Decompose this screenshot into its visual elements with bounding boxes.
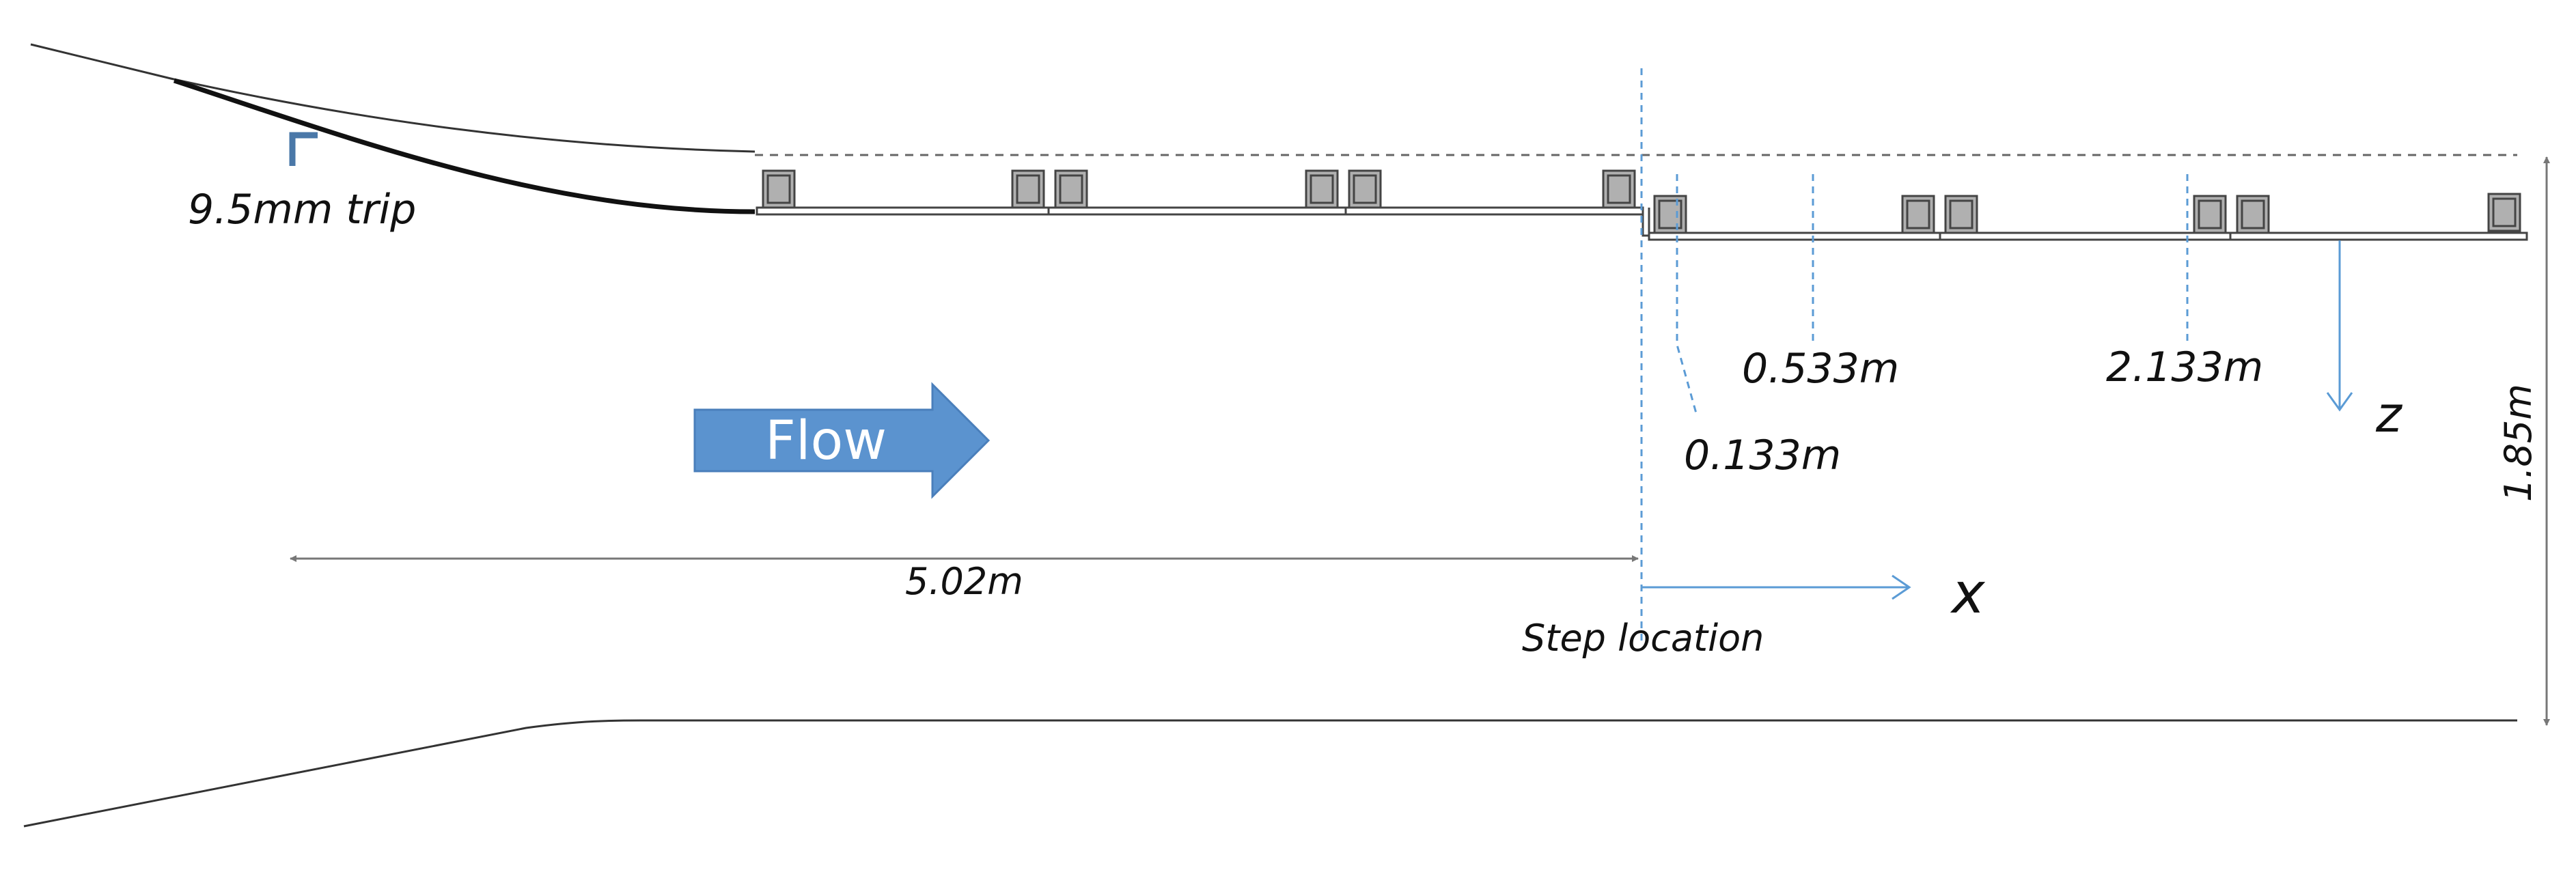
upstream-roughness-blocks xyxy=(762,169,1636,209)
roughness-block xyxy=(2487,193,2521,232)
upper-contraction-wall xyxy=(30,43,756,153)
trip-marker xyxy=(289,132,318,166)
roughness-block xyxy=(762,169,796,209)
flow-label: Flow xyxy=(765,410,887,472)
measurement-station-lines xyxy=(1676,174,2189,414)
lower-contraction-wall xyxy=(23,719,2517,828)
downstream-plate xyxy=(1648,231,2528,241)
flow-arrow: Flow xyxy=(693,382,991,499)
height-label: 1.85m xyxy=(2497,384,2540,502)
roughness-block xyxy=(2236,195,2270,234)
trip-label: 9.5mm trip xyxy=(188,186,416,234)
roughness-block xyxy=(1348,169,1382,209)
roughness-block xyxy=(1602,169,1636,209)
roughness-block xyxy=(1305,169,1339,209)
roughness-block xyxy=(1054,169,1088,209)
station-label-0533: 0.533m xyxy=(1742,345,1899,393)
z-axis-label: z xyxy=(2375,386,2403,443)
step-location-label: Step location xyxy=(1522,617,1764,660)
upstream-plate xyxy=(756,206,1644,216)
roughness-block xyxy=(1011,169,1045,209)
x-axis-arrow xyxy=(1642,574,1911,600)
upstream-length-label: 5.02m xyxy=(905,560,1023,603)
backward-facing-step xyxy=(1642,208,1650,237)
downstream-roughness-blocks xyxy=(1653,193,2521,234)
z-axis-arrow xyxy=(2326,240,2353,412)
roughness-block xyxy=(1901,195,1935,234)
x-axis-label: x xyxy=(1950,561,1986,626)
roughness-block xyxy=(1944,195,1978,234)
station-label-0133: 0.133m xyxy=(1684,432,1841,479)
trip-surface-curve xyxy=(173,78,756,214)
roughness-block xyxy=(2193,195,2227,234)
station-label-2133: 2.133m xyxy=(2106,343,2263,391)
roughness-block xyxy=(1653,195,1687,234)
